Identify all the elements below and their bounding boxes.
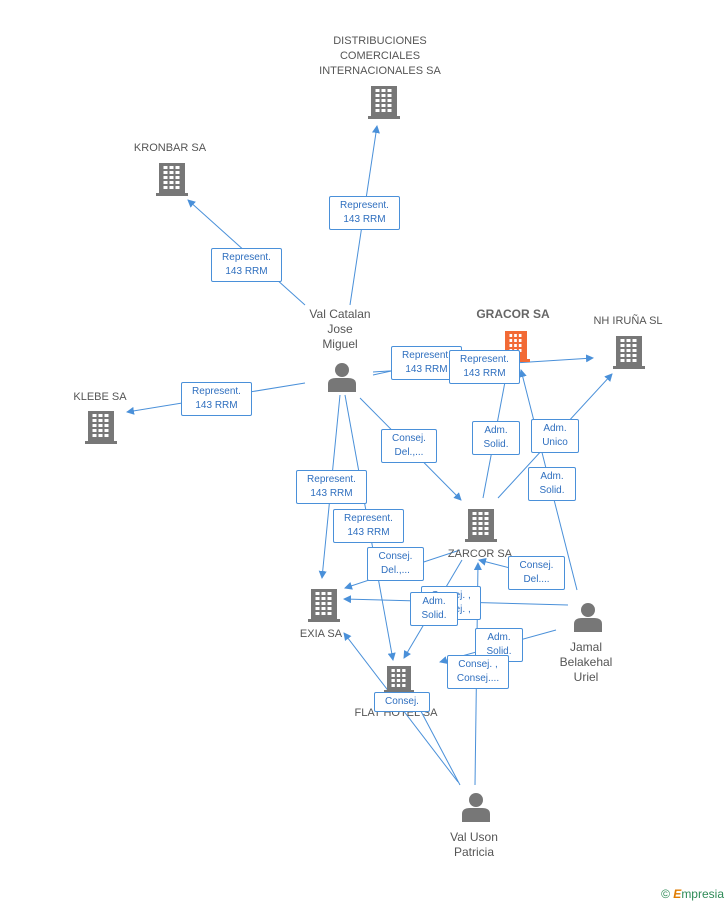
node-label-zarcor[interactable]: ZARCOR SA [447, 548, 513, 560]
company-building-icon[interactable] [384, 666, 414, 693]
company-building-icon[interactable] [613, 336, 645, 369]
company-building-icon[interactable] [465, 509, 497, 542]
edge-label-represent[interactable]: Represent.143 RRM [211, 248, 282, 282]
edge-label-adm[interactable]: Adm.Solid. [528, 467, 576, 501]
brand-logo: © Empresia [661, 887, 724, 901]
node-label-gracor[interactable]: GRACOR SA [476, 307, 550, 321]
edge-label-represent[interactable]: Represent.143 RRM [296, 470, 367, 504]
edge-label-represent[interactable]: Represent.143 RRM [449, 350, 520, 384]
node-label-klebe[interactable]: KLEBE SA [73, 391, 127, 403]
person-icon[interactable] [328, 363, 356, 392]
edge-label-consej[interactable]: Consej. ,Consej.... [447, 655, 509, 689]
edge-label-represent[interactable]: Represent.143 RRM [329, 196, 400, 230]
edge-label-adm[interactable]: Adm.Solid. [472, 421, 520, 455]
node-label-nhiruna[interactable]: NH IRUÑA SL [593, 315, 663, 327]
edge-line [414, 699, 461, 786]
edge-label-adm[interactable]: Adm.Unico [531, 419, 579, 453]
company-building-icon[interactable] [156, 163, 188, 196]
node-label-kronbar[interactable]: KRONBAR SA [133, 142, 207, 154]
person-icon[interactable] [462, 793, 490, 822]
node-label-exia[interactable]: EXIA SA [299, 628, 343, 640]
edge-label-consej[interactable]: Consej.Del.... [508, 556, 565, 590]
edge-label-consej[interactable]: Consej.Del.,... [381, 429, 437, 463]
edge-label-consej[interactable]: Consej.Del.,... [367, 547, 424, 581]
company-building-icon[interactable] [368, 86, 400, 119]
person-icon[interactable] [574, 603, 602, 632]
edge-label-consej[interactable]: Consej. [374, 692, 430, 712]
edge-label-represent[interactable]: Represent.143 RRM [181, 382, 252, 416]
company-building-icon[interactable] [85, 411, 117, 444]
edge-label-represent[interactable]: Represent.143 RRM [333, 509, 404, 543]
edge-label-adm[interactable]: Adm.Solid. [410, 592, 458, 626]
company-building-icon[interactable] [308, 589, 340, 622]
